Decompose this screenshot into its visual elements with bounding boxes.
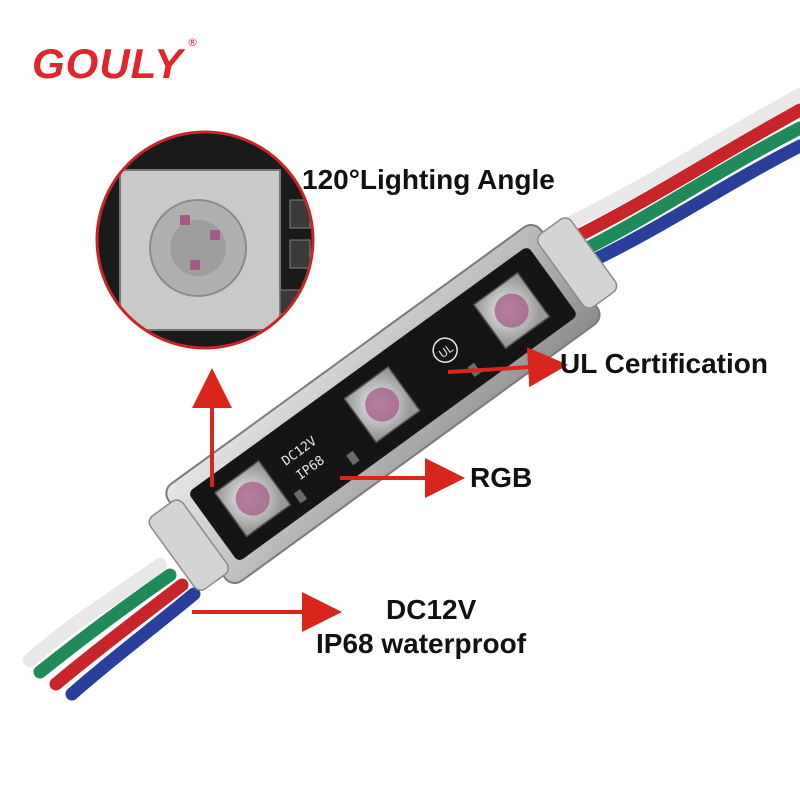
callout-arrows	[192, 347, 568, 632]
arrow-to-ul	[447, 347, 568, 388]
led-zoom-inset	[95, 130, 315, 350]
wire-bundle-top	[553, 88, 800, 269]
smd-led-chip-icon	[213, 459, 292, 538]
smd-led-chip-icon	[343, 365, 421, 444]
brand-logo: GOULY	[32, 40, 184, 87]
module-end-cap-left	[148, 499, 229, 591]
waterproof-label: IP68 waterproof	[316, 628, 527, 659]
module-end-cap-right	[536, 217, 618, 309]
registered-mark: ®	[187, 36, 198, 49]
ul-certification-label: UL Certification	[560, 348, 768, 379]
led-module: DC12V IP68 UL	[148, 217, 618, 591]
voltage-label: DC12V	[386, 594, 477, 625]
lighting-angle-label: 120°Lighting Angle	[302, 164, 555, 195]
rgb-label: RGB	[470, 462, 533, 493]
wire-bundle-bottom	[23, 558, 201, 701]
smd-led-chip-icon	[472, 271, 551, 350]
